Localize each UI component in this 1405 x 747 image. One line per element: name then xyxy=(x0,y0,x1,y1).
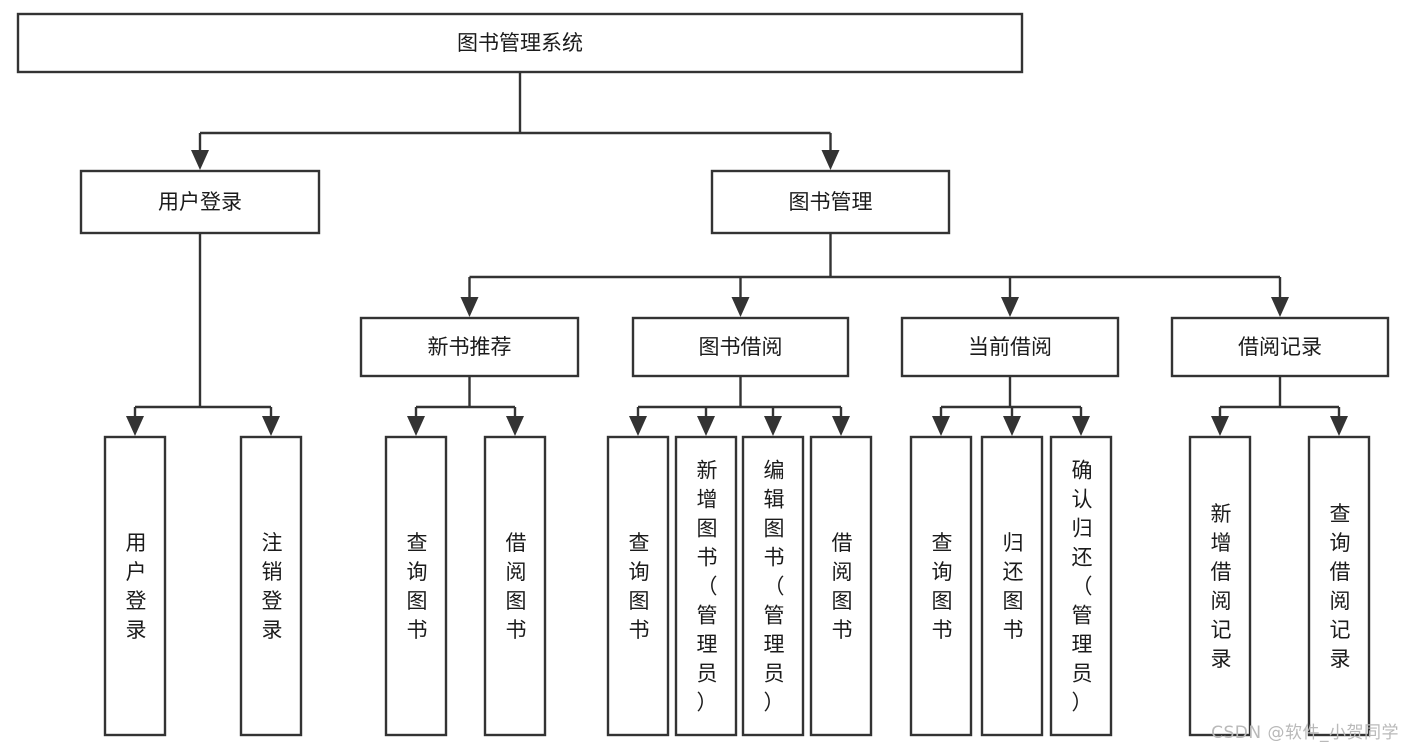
node-level3-label: 借阅记录 xyxy=(1238,335,1322,359)
node-group: 图书管理系统用户登录图书管理新书推荐图书借阅当前借阅借阅记录用户登录注销登录查询… xyxy=(16,12,1390,737)
node-level3[interactable]: 借阅记录 xyxy=(1170,316,1390,378)
arrow-head-icon xyxy=(1072,416,1090,436)
node-leaf-rect[interactable] xyxy=(674,435,738,737)
node-leaf[interactable]: 查询借阅记录 xyxy=(1307,435,1371,737)
node-level2-label: 图书管理 xyxy=(789,190,873,214)
arrow-head-icon xyxy=(191,150,209,170)
connector-group xyxy=(126,72,1348,436)
node-level2[interactable]: 用户登录 xyxy=(79,169,321,235)
arrow-head-icon xyxy=(821,150,840,170)
node-leaf[interactable]: 新增图书（管理员） xyxy=(674,435,738,737)
node-leaf-rect[interactable] xyxy=(980,435,1044,737)
node-level2-label: 用户登录 xyxy=(158,190,242,214)
node-level2[interactable]: 图书管理 xyxy=(710,169,951,235)
node-leaf[interactable]: 确认归还（管理员） xyxy=(1049,435,1113,737)
arrow-head-icon xyxy=(764,416,782,436)
node-leaf-label: 注销登录 xyxy=(262,531,283,642)
csdn-watermark: CSDN @软件_小贺同学 xyxy=(1211,723,1399,743)
arrow-head-icon xyxy=(506,416,524,436)
node-leaf-rect[interactable] xyxy=(741,435,805,737)
node-leaf[interactable]: 查询图书 xyxy=(909,435,973,737)
arrow-head-icon xyxy=(697,416,715,436)
node-leaf-label: 查询图书 xyxy=(932,531,953,642)
node-level3[interactable]: 新书推荐 xyxy=(359,316,580,378)
node-level3-label: 图书借阅 xyxy=(699,335,783,359)
arrow-head-icon xyxy=(1001,297,1019,317)
node-leaf-label: 归还图书 xyxy=(1003,531,1024,642)
node-leaf-label: 查询图书 xyxy=(407,531,428,642)
node-leaf[interactable]: 借阅图书 xyxy=(809,435,873,737)
node-level3-rect[interactable] xyxy=(900,316,1120,378)
arrow-head-icon xyxy=(1003,416,1021,436)
node-leaf-rect[interactable] xyxy=(1307,435,1371,737)
arrow-head-icon xyxy=(407,416,425,436)
arrow-head-icon xyxy=(126,416,144,436)
node-leaf-rect[interactable] xyxy=(483,435,547,737)
node-leaf-label: 借阅图书 xyxy=(832,531,853,642)
arrow-head-icon xyxy=(932,416,950,436)
node-level3-label: 新书推荐 xyxy=(428,335,512,359)
node-root[interactable]: 图书管理系统 xyxy=(16,12,1024,74)
node-leaf[interactable]: 用户登录 xyxy=(103,435,167,737)
node-leaf[interactable]: 注销登录 xyxy=(239,435,303,737)
node-level2-rect[interactable] xyxy=(710,169,951,235)
node-leaf-label: 用户登录 xyxy=(126,531,147,642)
node-leaf[interactable]: 新增借阅记录 xyxy=(1188,435,1252,737)
node-level3[interactable]: 当前借阅 xyxy=(900,316,1120,378)
node-leaf[interactable]: 查询图书 xyxy=(606,435,670,737)
node-level3-rect[interactable] xyxy=(1170,316,1390,378)
node-leaf-rect[interactable] xyxy=(239,435,303,737)
node-root-label: 图书管理系统 xyxy=(457,31,583,55)
node-leaf-label: 编辑图书（管理员） xyxy=(764,459,785,715)
node-leaf-rect[interactable] xyxy=(1049,435,1113,737)
arrow-head-icon xyxy=(629,416,647,436)
arrow-head-icon xyxy=(832,416,850,436)
node-leaf-label: 借阅图书 xyxy=(506,531,527,642)
node-leaf[interactable]: 编辑图书（管理员） xyxy=(741,435,805,737)
node-leaf[interactable]: 归还图书 xyxy=(980,435,1044,737)
arrow-head-icon xyxy=(262,416,280,436)
arrow-head-icon xyxy=(1211,416,1229,436)
node-leaf-rect[interactable] xyxy=(909,435,973,737)
arrow-head-icon xyxy=(1271,297,1289,317)
node-leaf-label: 新增借阅记录 xyxy=(1211,502,1232,671)
node-leaf[interactable]: 查询图书 xyxy=(384,435,448,737)
node-leaf-rect[interactable] xyxy=(103,435,167,737)
node-leaf-rect[interactable] xyxy=(384,435,448,737)
node-leaf-rect[interactable] xyxy=(809,435,873,737)
arrow-head-icon xyxy=(460,297,479,317)
arrow-head-icon xyxy=(1330,416,1348,436)
node-leaf-label: 查询借阅记录 xyxy=(1330,502,1351,671)
node-leaf-rect[interactable] xyxy=(606,435,670,737)
node-level3-rect[interactable] xyxy=(359,316,580,378)
node-level3-label: 当前借阅 xyxy=(968,335,1052,359)
node-leaf-rect[interactable] xyxy=(1188,435,1252,737)
arrow-head-icon xyxy=(731,297,750,317)
node-root-rect[interactable] xyxy=(16,12,1024,74)
node-level2-rect[interactable] xyxy=(79,169,321,235)
node-leaf-label: 确认归还（管理员） xyxy=(1072,459,1093,715)
node-leaf[interactable]: 借阅图书 xyxy=(483,435,547,737)
node-leaf-label: 新增图书（管理员） xyxy=(697,459,718,715)
node-level3[interactable]: 图书借阅 xyxy=(631,316,850,378)
node-level3-rect[interactable] xyxy=(631,316,850,378)
node-leaf-label: 查询图书 xyxy=(629,531,650,642)
